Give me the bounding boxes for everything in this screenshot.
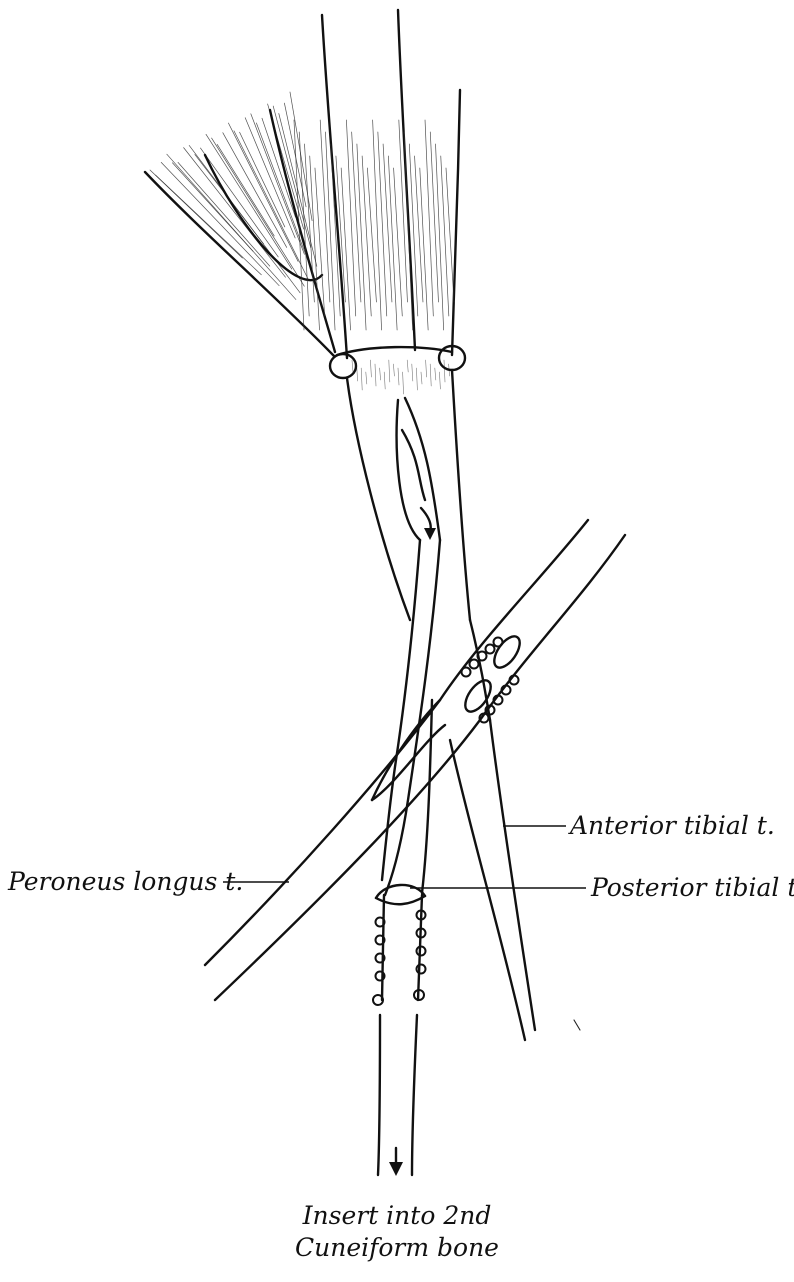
fiber-stroke	[435, 368, 436, 380]
fiber-stroke	[407, 360, 408, 372]
fiber-stroke	[444, 360, 445, 382]
fiber-stroke	[404, 132, 413, 330]
fiber-stroke	[420, 168, 428, 330]
fiber-stroke	[161, 162, 279, 285]
posterior-tibial-tendon	[378, 540, 440, 1175]
fiber-stroke	[393, 364, 394, 376]
fiber-stroke	[273, 106, 311, 248]
caption-line-2: Cuneiform bone	[295, 1233, 499, 1262]
muscle-belly-fibers	[294, 120, 454, 330]
fiber-stroke	[394, 168, 403, 316]
caption-line-1: Insert into 2nd	[302, 1201, 492, 1230]
peroneus-longus-label: Peroneus longus t.	[7, 867, 243, 896]
fiber-stroke	[388, 156, 397, 330]
fiber-stroke	[352, 360, 353, 372]
fiber-stroke	[184, 148, 286, 278]
fiber-stroke	[421, 372, 422, 384]
fiber-stroke	[378, 132, 387, 316]
split-tendon	[347, 370, 470, 620]
fiber-stroke	[223, 133, 287, 248]
fiber-stroke	[299, 132, 309, 316]
fiber-stroke	[439, 372, 440, 389]
middle-suture-cuff	[460, 632, 524, 722]
arrow-down-icon	[389, 1148, 403, 1176]
anterior-tibial-tendon	[450, 620, 580, 1040]
fiber-stroke	[367, 168, 376, 302]
anterior-tibial-label: Anterior tibial t.	[568, 811, 775, 840]
fiber-stroke	[284, 103, 306, 207]
fiber-stroke	[430, 364, 431, 386]
fiber-stroke	[352, 132, 361, 302]
fiber-stroke	[403, 372, 404, 394]
fiber-stroke	[384, 372, 385, 389]
fiber-stroke	[200, 148, 278, 257]
fiber-stroke	[234, 131, 308, 280]
fiber-stroke	[228, 123, 298, 261]
fiber-stroke	[325, 132, 335, 330]
fiber-stroke	[357, 144, 366, 330]
tendon-hatching	[352, 360, 450, 394]
fiber-stroke	[398, 368, 399, 385]
fiber-stroke	[375, 364, 376, 386]
fiber-stroke	[412, 364, 413, 381]
fiber-stroke	[416, 368, 417, 390]
fiber-stroke	[315, 168, 325, 316]
fiber-stroke	[389, 360, 390, 382]
fiber-stroke	[373, 120, 382, 330]
posterior-tibial-label: Posterior tibial t.	[590, 873, 794, 902]
fiber-stroke	[426, 360, 427, 377]
muscle-belly	[145, 10, 460, 394]
fiber-stroke	[380, 368, 381, 380]
fiber-stroke	[362, 156, 371, 316]
fiber-stroke	[206, 134, 292, 269]
arrow-down-icon	[421, 508, 436, 540]
fiber-stroke	[361, 368, 362, 390]
fiber-stroke	[425, 120, 433, 316]
fiber-stroke	[436, 144, 444, 330]
fiber-stroke	[366, 372, 367, 384]
fiber-stroke	[370, 360, 371, 377]
fiber-stroke	[383, 144, 392, 302]
